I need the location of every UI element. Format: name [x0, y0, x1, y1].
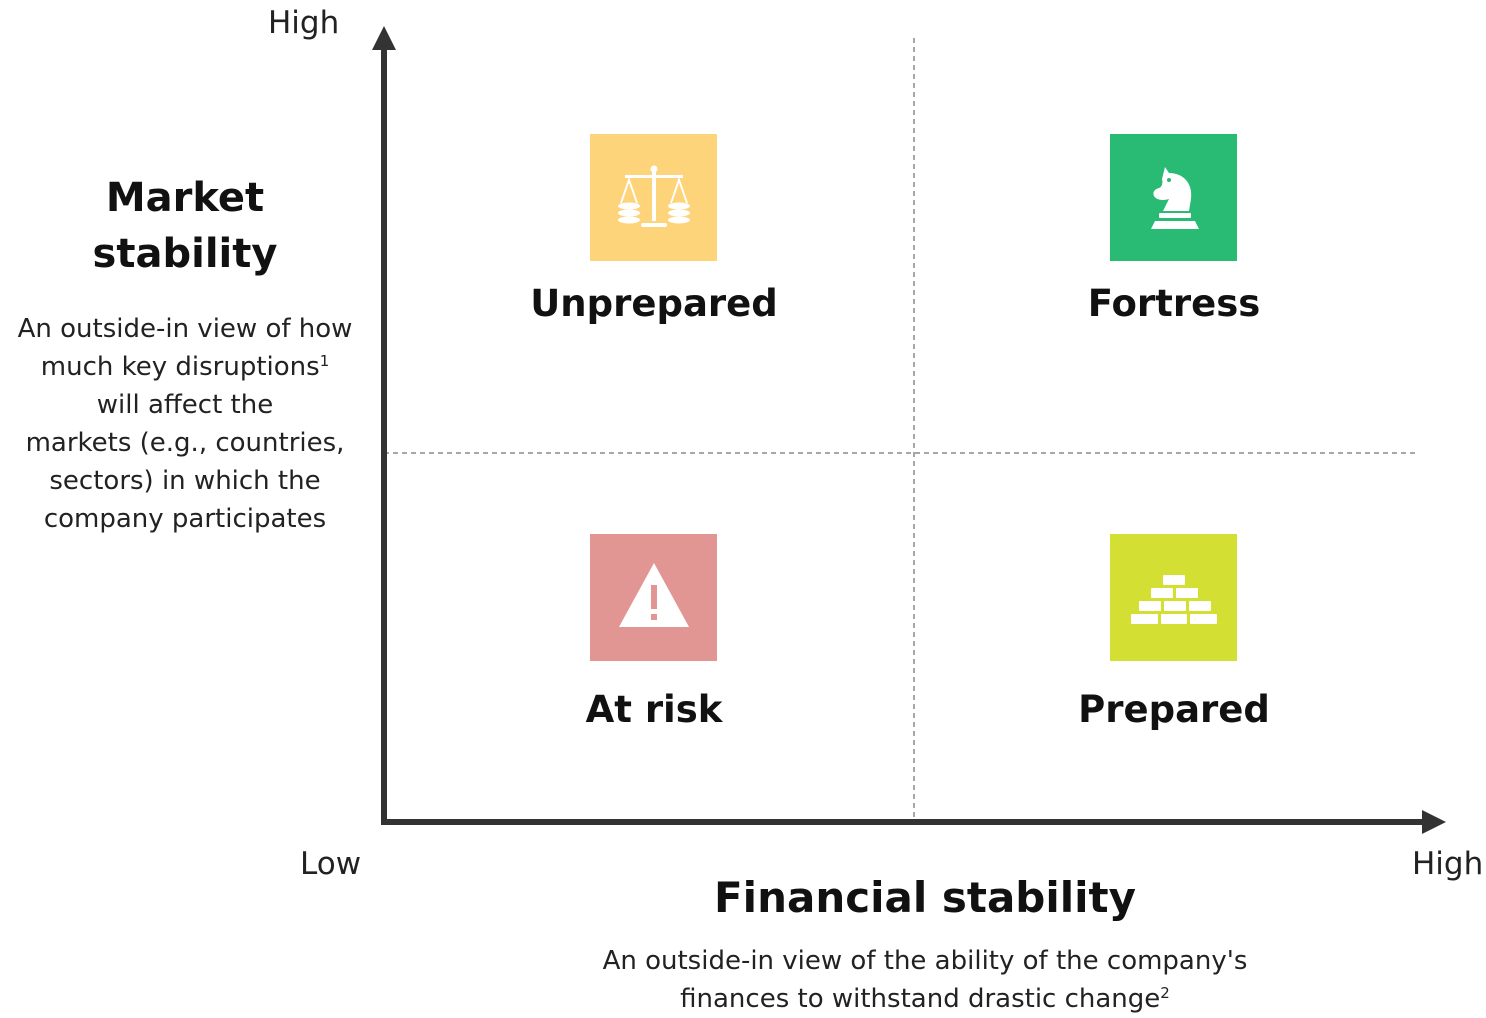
- at-risk-tile: [590, 534, 717, 661]
- x-desc-line: An outside-in view of the ability of the…: [602, 946, 1248, 976]
- y-axis-title-line: stability: [92, 231, 278, 277]
- fortress-label: Fortress: [1087, 282, 1261, 325]
- y-axis-high-label: High: [268, 5, 340, 41]
- x-axis-high-label: High: [1412, 846, 1484, 882]
- x-axis-low-label: Low: [300, 846, 362, 882]
- footnote-marker: 2: [1160, 984, 1170, 1002]
- y-axis-description: An outside-in view of how much key disru…: [5, 310, 365, 538]
- footnote-marker: 1: [319, 352, 330, 370]
- y-axis-title: Market stability: [20, 170, 350, 282]
- x-axis-title: Financial stability: [713, 873, 1136, 922]
- warning-triangle-icon: [618, 562, 689, 627]
- prepared-tile: [1110, 534, 1237, 661]
- unprepared-tile: [590, 134, 717, 261]
- y-desc-line: markets (e.g., countries,: [25, 428, 345, 458]
- y-desc-line: much key disruptions1: [40, 352, 330, 382]
- y-axis-title-line: Market: [105, 175, 265, 221]
- y-desc-line: company participates: [43, 504, 327, 534]
- at-risk-label: At risk: [585, 688, 723, 731]
- prepared-label: Prepared: [1078, 688, 1270, 731]
- unprepared-label: Unprepared: [530, 282, 778, 325]
- y-desc-line: An outside-in view of how: [17, 314, 353, 344]
- balance-scale-icon: [617, 165, 690, 227]
- x-axis-description: An outside-in view of the ability of the…: [520, 942, 1330, 1018]
- y-desc-line: sectors) in which the: [49, 466, 321, 496]
- chess-knight-icon: [1150, 166, 1199, 229]
- fortress-tile: [1110, 134, 1237, 261]
- brick-wall-icon: [1130, 574, 1217, 624]
- x-desc-line: finances to withstand drastic change2: [680, 984, 1170, 1014]
- x-axis-arrow: [1422, 810, 1446, 834]
- y-axis-arrow: [372, 26, 396, 50]
- y-desc-line: will affect the: [96, 390, 274, 420]
